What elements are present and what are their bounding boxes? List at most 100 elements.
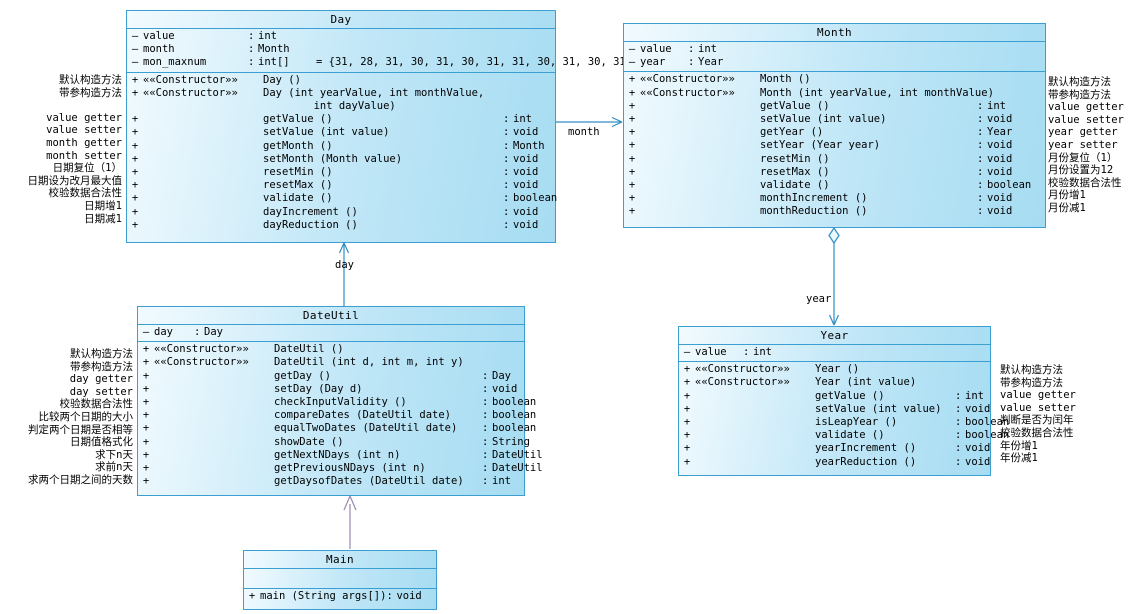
operation-row: +setMonth (Month value):void: [127, 153, 555, 166]
note-line: 月份设置为12: [1048, 164, 1114, 177]
stereotype: ««Constructor»»: [695, 363, 790, 376]
operation-return-type: void: [987, 113, 1013, 126]
operation-signature: setValue (int value): [263, 126, 390, 139]
colon: :: [977, 205, 984, 218]
stereotype: [143, 219, 263, 232]
operation-signature: Year (): [815, 363, 860, 376]
operation-row: +««Constructor»»Day (): [127, 74, 555, 87]
relation-main-dateutil: [343, 495, 357, 549]
note-line: 求前n天: [95, 461, 133, 474]
colon: :: [977, 179, 984, 192]
visibility: +: [628, 192, 636, 205]
operation-signature: dayReduction (): [263, 218, 358, 231]
note-line: 比较两个日期的大小: [38, 410, 134, 423]
operation-return-type: void: [513, 218, 539, 231]
operation-return-type: boolean: [987, 179, 1032, 192]
operations-dateutil: +««Constructor»»DateUtil ()+««Constructo…: [138, 342, 543, 490]
colon: :: [977, 139, 984, 152]
operation-signature: getMonth (): [263, 139, 333, 152]
operation-row: +equalTwoDates (DateUtil date):boolean: [138, 422, 536, 435]
operation-return-type: void: [965, 442, 991, 455]
operation-row: +getValue ():int: [127, 113, 555, 126]
colon: :: [194, 326, 201, 338]
colon: :: [482, 448, 489, 461]
operation-row: +getYear ():Year: [624, 126, 1045, 139]
operation-row: +monthReduction ():void: [624, 205, 1045, 218]
note-line: 默认构造方法: [70, 348, 133, 360]
operation-row: +yearIncrement ():void: [679, 442, 990, 455]
operation-row: +getValue ():int: [679, 390, 990, 403]
colon: :: [482, 475, 489, 488]
operation-signature: resetMax (): [263, 179, 333, 192]
visibility: +: [142, 422, 150, 435]
visibility: +: [142, 369, 150, 382]
stereotype: [143, 179, 263, 192]
class-box-main[interactable]: Main +main (String args[]):void: [243, 550, 437, 610]
operation-signature: getYear (): [760, 126, 824, 139]
operation-row: +monthIncrement ():void: [624, 192, 1045, 205]
note-line: month setter: [46, 149, 122, 162]
attributes-dateutil: – day : Day: [138, 325, 524, 343]
colon: :: [688, 43, 695, 55]
note-line: 带参构造方法: [59, 86, 122, 99]
operation-signature: getValue (): [760, 99, 830, 112]
colon: :: [482, 369, 489, 382]
stereotype: [143, 100, 263, 113]
note-line: 校验数据合法性: [48, 187, 123, 200]
visibility: –: [683, 346, 691, 358]
operation-row: +««Constructor»»Year (int value): [679, 376, 990, 389]
note-line: 默认构造方法: [59, 74, 122, 86]
note-line: 月份复位（1）: [1048, 151, 1118, 164]
operation-signature: setValue (int value): [815, 402, 942, 415]
operation-row: +isLeapYear ():boolean: [679, 416, 1009, 429]
class-box-dateutil[interactable]: DateUtil – day : Day +««Constructor»»Dat…: [137, 306, 543, 496]
attribute-row: – month : Month: [127, 43, 555, 56]
class-box-day[interactable]: Day – value : int – month : Month – mon_…: [126, 10, 632, 243]
operation-return-type: void: [987, 192, 1013, 205]
class-box-year[interactable]: Year – value : int +««Constructor»»Year …: [678, 326, 1009, 476]
visibility: +: [142, 343, 150, 356]
operation-return-type: void: [513, 126, 539, 139]
operation-signature: compareDates (DateUtil date): [274, 409, 452, 422]
colon: :: [503, 205, 510, 218]
visibility: +: [628, 99, 636, 112]
colon: :: [386, 590, 393, 602]
visibility: +: [131, 86, 139, 99]
visibility: +: [628, 113, 636, 126]
attribute-name: value: [143, 30, 175, 42]
operation-row: +««Constructor»»Month (): [624, 73, 1045, 86]
stereotype: [154, 449, 274, 462]
stereotype: [695, 390, 815, 403]
stereotype: [640, 139, 760, 152]
attribute-type: int: [698, 43, 717, 55]
note-line: year getter: [1048, 126, 1118, 139]
operation-return-type: void: [492, 382, 518, 395]
operation-return-type: void: [987, 205, 1013, 218]
operation-signature: validate (): [815, 429, 885, 442]
note-line: 月份减1: [1048, 201, 1086, 214]
relation-month-year: [828, 226, 840, 326]
attribute-type: int: [258, 30, 277, 42]
visibility: +: [683, 363, 691, 376]
visibility: +: [142, 382, 150, 395]
colon: :: [248, 43, 255, 56]
visibility: +: [683, 416, 691, 429]
visibility: +: [683, 442, 691, 455]
class-box-month[interactable]: Month – value : int – year : Year +««Con…: [623, 23, 1046, 228]
visibility: +: [131, 152, 139, 165]
operation-return-type: void: [513, 152, 539, 165]
stereotype: ««Constructor»»: [640, 86, 735, 99]
operation-return-type: String: [492, 435, 530, 448]
visibility: +: [131, 73, 139, 86]
operation-signature: Day (int yearValue, int monthValue,: [263, 86, 485, 99]
visibility: +: [628, 86, 636, 99]
visibility: +: [683, 455, 691, 468]
attributes-main: [244, 569, 436, 589]
visibility: [127, 100, 143, 113]
stereotype: [695, 429, 815, 442]
stereotype: [154, 436, 274, 449]
colon: :: [482, 396, 489, 409]
operation-row: +getNextNDays (int n):DateUtil: [138, 448, 543, 462]
operation-signature: validate (): [263, 192, 333, 205]
